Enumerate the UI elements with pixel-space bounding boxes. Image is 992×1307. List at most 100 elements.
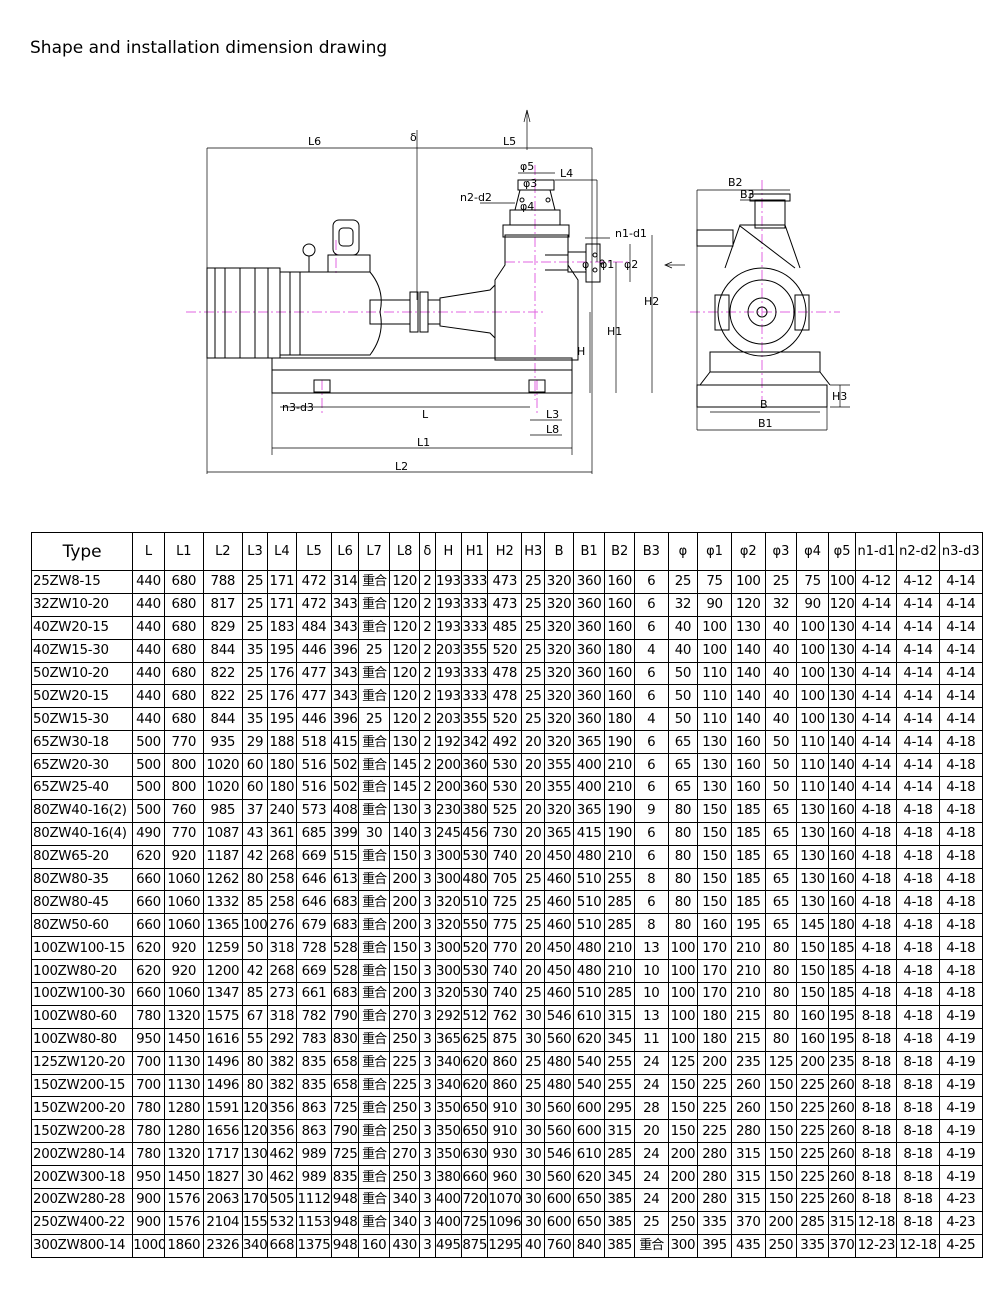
table-cell: 210 bbox=[604, 959, 635, 984]
table-cell: 355 bbox=[544, 776, 574, 800]
table-cell: 203 bbox=[434, 638, 463, 663]
table-cell: 60 bbox=[241, 753, 269, 778]
model-cell: 100ZW80-60 bbox=[30, 1004, 134, 1029]
table-cell: 90 bbox=[697, 592, 732, 617]
table-cell: 333 bbox=[461, 592, 489, 617]
table-cell: 512 bbox=[461, 1004, 489, 1029]
table-cell: 25 bbox=[521, 570, 546, 594]
table-cell: 600 bbox=[572, 1119, 606, 1144]
table-cell: 150 bbox=[764, 1142, 798, 1167]
table-cell: 661 bbox=[295, 982, 333, 1006]
table-cell: 4-19 bbox=[938, 1119, 984, 1144]
table-cell: 460 bbox=[544, 982, 574, 1006]
table-cell: 680 bbox=[163, 638, 204, 663]
table-cell: 3 bbox=[418, 1165, 436, 1190]
column-header: L3 bbox=[241, 532, 269, 571]
table-cell: 343 bbox=[331, 592, 359, 617]
table-cell: 950 bbox=[132, 1027, 165, 1052]
table-cell: 65 bbox=[667, 753, 699, 778]
table-cell: 24 bbox=[633, 1073, 669, 1098]
table-cell: 4-18 bbox=[855, 913, 898, 938]
table-cell: 160 bbox=[604, 661, 635, 686]
table-cell: 1280 bbox=[163, 1119, 204, 1144]
table-cell: 1320 bbox=[163, 1004, 204, 1029]
table-cell: 1060 bbox=[163, 913, 204, 938]
table-cell: 446 bbox=[295, 707, 333, 732]
table-cell: 3 bbox=[418, 1119, 436, 1144]
table-cell: 67 bbox=[241, 1004, 269, 1029]
table-cell: 30 bbox=[357, 821, 391, 846]
table-cell: 620 bbox=[572, 1165, 606, 1190]
table-cell: 200 bbox=[697, 1050, 732, 1075]
table-cell: 3 bbox=[418, 913, 436, 938]
table-cell: 130 bbox=[697, 730, 732, 755]
table-cell: 510 bbox=[572, 890, 606, 915]
table-cell: 重合 bbox=[357, 592, 391, 617]
table-cell: 725 bbox=[331, 1096, 359, 1121]
table-cell: 210 bbox=[604, 776, 635, 800]
table-cell: 4-14 bbox=[896, 638, 940, 663]
table-cell: 280 bbox=[697, 1142, 732, 1167]
table-cell: 120 bbox=[389, 570, 420, 594]
dimension-lines bbox=[206, 109, 850, 474]
table-cell: 478 bbox=[487, 661, 523, 686]
table-cell: 80 bbox=[241, 867, 269, 892]
table-cell: 600 bbox=[544, 1188, 574, 1212]
table-cell: 790 bbox=[331, 1119, 359, 1144]
table-cell: 650 bbox=[572, 1188, 606, 1212]
table-cell: 160 bbox=[604, 684, 635, 709]
table-cell: 2 bbox=[418, 684, 436, 709]
table-cell: 1496 bbox=[202, 1073, 243, 1098]
table-cell: 150 bbox=[697, 821, 732, 846]
table-cell: 285 bbox=[604, 890, 635, 915]
table-cell: 660 bbox=[461, 1165, 489, 1190]
table-cell: 100 bbox=[667, 959, 699, 984]
center-lines bbox=[186, 165, 840, 415]
table-cell: 573 bbox=[295, 798, 333, 823]
table-cell: 65 bbox=[667, 776, 699, 800]
table-cell: 重合 bbox=[357, 615, 391, 640]
table-cell: 50 bbox=[764, 730, 798, 755]
table-cell: 660 bbox=[132, 913, 165, 938]
table-cell: 4-18 bbox=[938, 959, 984, 984]
table-cell: 1096 bbox=[487, 1210, 523, 1235]
table-cell: 361 bbox=[267, 821, 297, 846]
table-cell: 8-18 bbox=[855, 1188, 898, 1212]
table-cell: 42 bbox=[241, 844, 269, 869]
table-cell: 1259 bbox=[202, 936, 243, 961]
table-cell: 重合 bbox=[357, 730, 391, 755]
table-cell: 8-18 bbox=[855, 1027, 898, 1052]
table-cell: 4-18 bbox=[938, 821, 984, 846]
table-cell: 50 bbox=[667, 684, 699, 709]
table-cell: 4-14 bbox=[855, 661, 898, 686]
table-cell: 2 bbox=[418, 776, 436, 800]
table-cell: 4-18 bbox=[938, 867, 984, 892]
table-cell: 重合 bbox=[357, 1210, 391, 1235]
table-cell: 4-14 bbox=[896, 661, 940, 686]
table-cell: 195 bbox=[730, 913, 766, 938]
table-cell: 4-19 bbox=[938, 1004, 984, 1029]
table-cell: 210 bbox=[730, 982, 766, 1006]
table-cell: 450 bbox=[544, 936, 574, 961]
table-cell: 30 bbox=[521, 1165, 546, 1190]
table-cell: 3 bbox=[418, 982, 436, 1006]
table-cell: 10 bbox=[633, 959, 669, 984]
coupling bbox=[409, 283, 496, 340]
side-view bbox=[696, 193, 831, 408]
table-cell: 195 bbox=[827, 1027, 857, 1052]
table-cell: 822 bbox=[202, 661, 243, 686]
table-cell: 490 bbox=[132, 821, 165, 846]
model-cell: 150ZW200-20 bbox=[30, 1096, 134, 1121]
table-cell: 610 bbox=[572, 1142, 606, 1167]
table-cell: 6 bbox=[633, 890, 669, 915]
table-cell: 4-18 bbox=[938, 776, 984, 800]
table-cell: 989 bbox=[295, 1142, 333, 1167]
table-cell: 415 bbox=[572, 821, 606, 846]
table-cell: 1060 bbox=[163, 982, 204, 1006]
